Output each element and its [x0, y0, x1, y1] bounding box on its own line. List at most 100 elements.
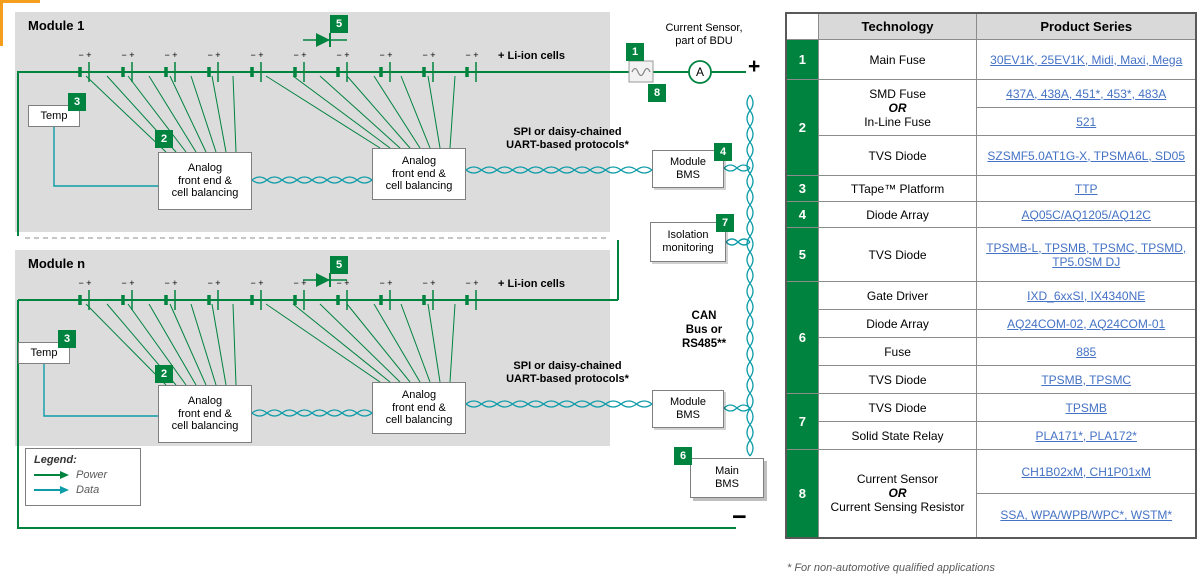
product-links[interactable]: 521	[1076, 114, 1097, 129]
technology-cell: TTape™ Platform	[817, 175, 978, 202]
technology-cell: Diode Array	[817, 201, 978, 228]
row-number-cell: 6	[785, 281, 819, 394]
svg-text:− +: − +	[293, 50, 306, 60]
module-1-title: Module 1	[28, 18, 85, 33]
table-row: TVS Diode TPSMB, TPSMC	[786, 365, 1197, 394]
product-links[interactable]: AQ24COM-02, AQ24COM-01	[1007, 316, 1166, 331]
crop-mark-left	[0, 0, 3, 46]
technology-cell: Current Sensor OR Current Sensing Resist…	[817, 449, 978, 538]
legend-title: Legend:	[34, 454, 77, 466]
analog-front-end-box-nb: Analog front end & cell balancing	[372, 382, 466, 434]
svg-text:− +: − +	[422, 278, 435, 288]
badge-5-module1: 5	[330, 15, 348, 33]
badge-2-modulen: 2	[155, 365, 173, 383]
table-row: Diode Array AQ24COM-02, AQ24COM-01	[786, 309, 1197, 338]
table-header-row: Technology Product Series	[785, 12, 1197, 40]
module-1-panel	[15, 12, 610, 232]
product-links[interactable]: TTP	[1074, 181, 1098, 196]
current-sensor-caption: Current Sensor, part of BDU	[665, 22, 743, 48]
svg-text:− +: − +	[336, 278, 349, 288]
svg-text:− +: − +	[379, 278, 392, 288]
table-row: 3 TTape™ Platform TTP	[785, 175, 1197, 202]
svg-text:− +: − +	[78, 278, 91, 288]
table-row: 1 Main Fuse 30EV1K, 25EV1K, Midi, Maxi, …	[785, 39, 1197, 80]
legend-box: Legend: Power Data	[25, 448, 141, 506]
legend-data-label: Data	[76, 484, 100, 496]
table-row: Solid State Relay PLA171*, PLA172*	[786, 421, 1197, 450]
analog-front-end-box-1b: Analog front end & cell balancing	[372, 148, 466, 200]
table-row: 2 SMD Fuse OR In-Line Fuse 437A, 438A, 4…	[785, 79, 1197, 176]
svg-text:− +: − +	[465, 278, 478, 288]
analog-front-end-box-na: Analog front end & cell balancing	[158, 385, 252, 443]
isolation-monitoring-box: Isolation monitoring	[650, 222, 726, 262]
product-links[interactable]: 30EV1K, 25EV1K, Midi, Maxi, Mega	[990, 52, 1183, 67]
product-table: Technology Product Series 1 Main Fuse 30…	[785, 12, 1197, 539]
module-bms-box-1: Module BMS	[652, 150, 724, 188]
product-links[interactable]: AQ05C/AQ1205/AQ12C	[1021, 207, 1151, 222]
module-n-title: Module n	[28, 256, 86, 271]
battery-string-module1: − +− +− +− +− +− +− +− +− +− +	[78, 50, 479, 82]
product-links[interactable]: SSA, WPA/WPB/WPC*, WSTM*	[1000, 508, 1173, 523]
row-number-cell: 8	[785, 449, 819, 538]
badge-4-module-bms: 4	[714, 143, 732, 161]
bypass-diode-module1-icon	[303, 33, 347, 47]
table-row: 8 Current Sensor OR Current Sensing Resi…	[785, 449, 1197, 538]
svg-text:− +: − +	[164, 50, 177, 60]
technology-cell: TVS Diode	[817, 365, 978, 394]
badge-3-modulen: 3	[58, 330, 76, 348]
product-links[interactable]: TPSMB-L, TPSMB, TPSMC, TPSMD, TP5.0SM DJ	[986, 240, 1187, 269]
product-links[interactable]: SZSMF5.0AT1G-X, TPSMA6L, SD05	[987, 148, 1186, 163]
technology-cell: TVS Diode	[817, 393, 978, 422]
li-ion-cells-label-module1: + Li-ion cells	[498, 50, 565, 62]
cell-sense-lines	[85, 75, 456, 386]
row-number-cell: 7	[785, 393, 819, 450]
row-number-cell: 1	[785, 39, 819, 80]
svg-text:− +: − +	[164, 278, 177, 288]
technology-cell: Main Fuse	[817, 39, 978, 80]
product-links[interactable]: TPSMB	[1065, 400, 1107, 415]
row-number-cell: 3	[785, 175, 819, 202]
main-bms-box: Main BMS	[690, 458, 764, 498]
wiring-diagram: A − +− +− +− +− +− +− +− +− +− +− +− +− …	[17, 33, 754, 529]
technology-cell: Solid State Relay	[817, 421, 978, 450]
product-links[interactable]: 885	[1076, 344, 1097, 359]
product-links[interactable]: TPSMB, TPSMC	[1041, 372, 1132, 387]
product-series-header: Product Series	[976, 12, 1197, 40]
product-links[interactable]: IXD_6xxSI, IX4340NE	[1027, 288, 1146, 303]
svg-text:− +: − +	[379, 50, 392, 60]
li-ion-cells-label-modulen: + Li-ion cells	[498, 278, 565, 290]
tech-line: In-Line Fuse	[864, 114, 931, 129]
product-links[interactable]: PLA171*, PLA172*	[1035, 428, 1137, 443]
footnote: * For non-automotive qualified applicati…	[787, 562, 995, 574]
svg-text:− +: − +	[121, 50, 134, 60]
product-links[interactable]: CH1B02xM, CH1P01xM	[1021, 464, 1151, 479]
row-number-cell: 4	[785, 201, 819, 228]
spi-protocol-label-modulen: SPI or daisy-chained UART-based protocol…	[506, 360, 629, 386]
svg-text:− +: − +	[250, 278, 263, 288]
badge-3-module1: 3	[68, 93, 86, 111]
technology-cell: Fuse	[817, 337, 978, 366]
technology-cell: TVS Diode	[817, 227, 978, 282]
table-row: 4 Diode Array AQ05C/AQ1205/AQ12C	[785, 201, 1197, 228]
badge-5-modulen: 5	[330, 256, 348, 274]
temp-sensor-box-module1: Temp	[28, 105, 80, 127]
tech-line: SMD Fuse	[869, 86, 926, 101]
power-arrow-icon	[34, 471, 69, 479]
technology-cell: SMD Fuse OR In-Line Fuse	[817, 79, 978, 136]
svg-text:− +: − +	[465, 50, 478, 60]
technology-cell: Diode Array	[817, 309, 978, 338]
data-bus-lines	[251, 94, 754, 457]
badge-7-isolation: 7	[716, 214, 734, 232]
table-row: SSA, WPA/WPB/WPC*, WSTM*	[786, 493, 1197, 538]
bypass-diode-modulen-icon	[303, 273, 347, 287]
svg-text:− +: − +	[250, 50, 263, 60]
table-corner-cell	[785, 12, 819, 40]
temp-sensor-box-modulen: Temp	[18, 342, 70, 364]
svg-text:− +: − +	[293, 278, 306, 288]
battery-string-modulen: − +− +− +− +− +− +− +− +− +− +	[78, 278, 479, 310]
product-links[interactable]: 437A, 438A, 451*, 453*, 483A	[1006, 86, 1167, 101]
data-arrow-icon	[34, 486, 69, 494]
table-row: 7 TVS Diode TPSMB	[785, 393, 1197, 450]
row-number-cell: 5	[785, 227, 819, 282]
technology-cell: Gate Driver	[817, 281, 978, 310]
